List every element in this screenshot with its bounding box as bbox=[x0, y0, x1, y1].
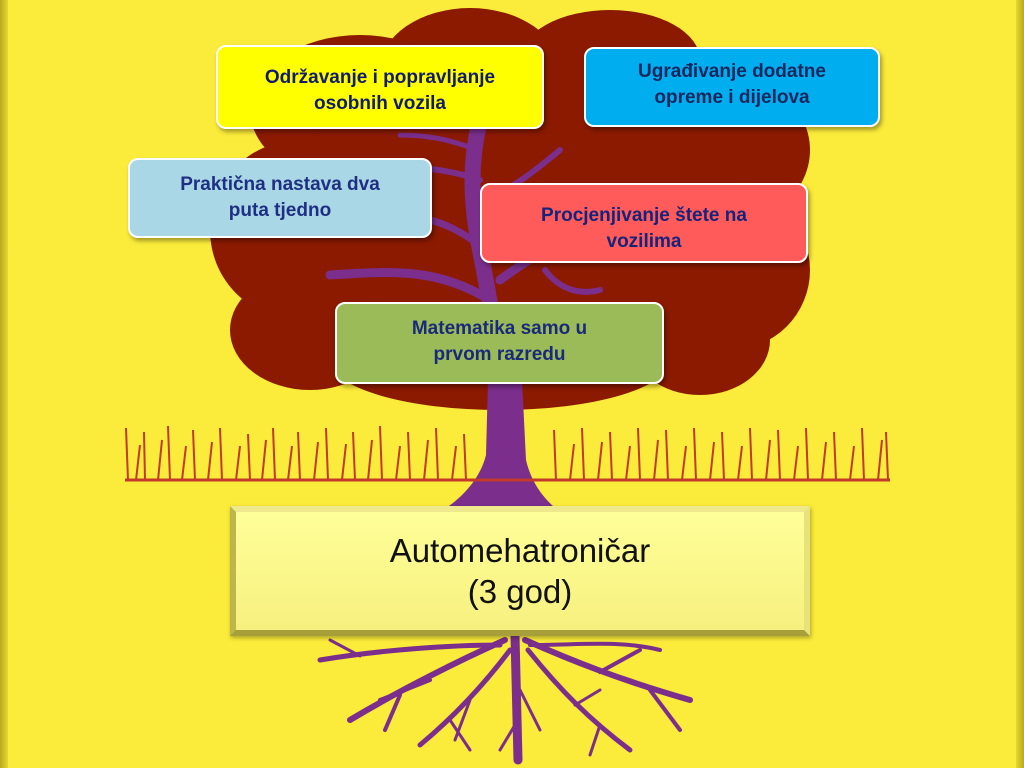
box-procjenjivanje-line1: Procjenjivanje štete na bbox=[541, 205, 747, 226]
box-prakticna-line2: puta tjedno bbox=[228, 199, 332, 221]
title-banner: Automehatroničar (3 god) bbox=[230, 506, 810, 636]
box-prakticna-line1: Praktična nastava dva bbox=[180, 174, 380, 195]
box-procjenjivanje-line2: vozilima bbox=[606, 230, 682, 252]
box-odrzavanje-line1: Održavanje i popravljanje bbox=[264, 67, 496, 88]
title-line1: Automehatroničar bbox=[389, 531, 651, 569]
slide-right-edge bbox=[1016, 0, 1024, 768]
box-odrzavanje-line2: osobnih vozila bbox=[314, 92, 446, 114]
box-odrzavanje: Održavanje i popravljanje osobnih vozila bbox=[216, 45, 544, 129]
box-matematika-line1: Matematika samo u bbox=[411, 318, 588, 339]
box-matematika-line2: prvom razredu bbox=[433, 343, 566, 365]
box-ugradivanje-line1: Ugrađivanje dodatne bbox=[638, 61, 826, 82]
box-matematika: Matematika samo u prvom razredu bbox=[335, 302, 664, 384]
tree-roots bbox=[317, 631, 693, 765]
box-procjenjivanje: Procjenjivanje štete na vozilima bbox=[480, 183, 808, 263]
box-ugradivanje: Ugrađivanje dodatne opreme i dijelova bbox=[584, 47, 880, 127]
grass bbox=[125, 425, 890, 482]
slide-left-edge bbox=[0, 0, 8, 768]
title-line2: (3 god) bbox=[467, 573, 573, 610]
box-prakticna: Praktična nastava dva puta tjedno bbox=[128, 158, 432, 238]
box-ugradivanje-line2: opreme i dijelova bbox=[654, 86, 810, 108]
